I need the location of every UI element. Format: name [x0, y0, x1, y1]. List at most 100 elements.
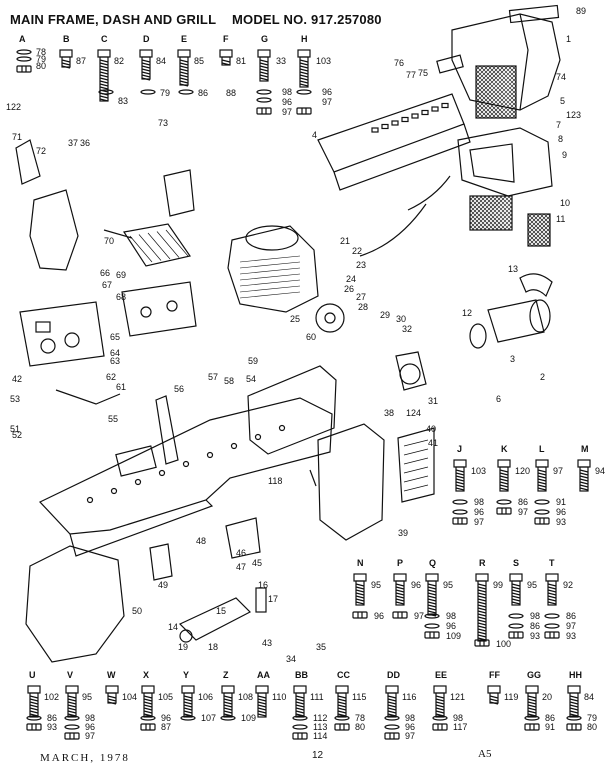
leader-line: [359, 203, 427, 257]
side-panel-louver: [403, 475, 429, 483]
part-number-86: 86: [47, 713, 57, 723]
pedal-bushing: [179, 629, 193, 643]
washer-drawing: [452, 499, 468, 505]
frame-hole: [86, 496, 94, 504]
callout-3: 3: [510, 354, 515, 364]
nut-drawing: [26, 723, 42, 731]
part-number-81: 81: [236, 56, 246, 66]
bolt-drawing: [27, 685, 41, 718]
mounting-plate-drawing: [121, 281, 197, 337]
washer-drawing: [256, 89, 272, 95]
pulley-hub: [324, 312, 336, 324]
part-number-110: 110: [272, 692, 286, 702]
hardware-letter-CC: CC: [337, 670, 350, 680]
callout-69: 69: [116, 270, 126, 280]
part-number-109: 109: [446, 631, 461, 641]
hardware-letter-T: T: [549, 558, 555, 568]
part-number-97: 97: [405, 731, 415, 741]
tray-rib: [165, 229, 189, 257]
callout-29: 29: [380, 310, 390, 320]
callout-6: 6: [496, 394, 501, 404]
part-number-98: 98: [530, 611, 540, 621]
callout-76: 76: [394, 58, 404, 68]
part-number-98: 98: [453, 713, 463, 723]
callout-36: 36: [80, 138, 90, 148]
callout-47: 47: [236, 562, 246, 572]
callout-70: 70: [104, 236, 114, 246]
part-number-79: 79: [36, 54, 46, 64]
hardware-letter-H: H: [301, 34, 308, 44]
part-number-20: 20: [542, 692, 552, 702]
callout-31: 31: [428, 396, 438, 406]
exhaust-elbow: [519, 273, 553, 298]
bolt-drawing: [535, 459, 549, 492]
part-number-96: 96: [405, 722, 415, 732]
callout-1: 1: [566, 34, 571, 44]
side-clip-drawing: [15, 139, 41, 185]
callout-54: 54: [246, 374, 256, 384]
callout-67: 67: [102, 280, 112, 290]
part-number-94: 94: [595, 466, 605, 476]
bolt-drawing: [255, 685, 269, 718]
tray-rib: [138, 234, 162, 261]
part-number-96: 96: [282, 97, 292, 107]
washer-drawing: [384, 715, 400, 721]
hardware-letter-A: A: [19, 34, 26, 44]
callout-60: 60: [306, 332, 316, 342]
part-number-96: 96: [474, 507, 484, 517]
main-frame-side: [69, 499, 214, 557]
dash-vent-slot: [411, 113, 419, 119]
nut-drawing: [392, 611, 408, 619]
hardware-letter-DD: DD: [387, 670, 400, 680]
callout-14: 14: [168, 622, 178, 632]
upper-bracket-drawing: [163, 169, 195, 217]
callout-58: 58: [224, 376, 234, 386]
part-number-97: 97: [322, 97, 332, 107]
part-number-93: 93: [556, 517, 566, 527]
nut-drawing: [432, 723, 448, 731]
part-number-80: 80: [355, 722, 365, 732]
part-number-96: 96: [322, 87, 332, 97]
hardware-letter-L: L: [539, 444, 545, 454]
nut-drawing: [534, 517, 550, 525]
callout-8: 8: [558, 134, 563, 144]
callout-7: 7: [556, 120, 561, 130]
callout-71: 71: [12, 132, 22, 142]
dash-vent-slot: [441, 102, 449, 109]
bolt-drawing: [433, 685, 447, 718]
washer-drawing: [140, 89, 156, 95]
hardware-letter-GG: GG: [527, 670, 541, 680]
part-number-113: 113: [313, 722, 327, 732]
washer-drawing: [544, 613, 560, 619]
model-number: MODEL NO. 917.257080: [232, 12, 382, 27]
hardware-letter-U: U: [29, 670, 36, 680]
callout-77: 77: [406, 70, 416, 80]
washer-drawing: [292, 715, 308, 721]
callout-35: 35: [316, 642, 326, 652]
nut-drawing: [334, 723, 350, 731]
plate-hole: [140, 306, 152, 318]
washer-drawing: [544, 623, 560, 629]
part-number-109: 109: [241, 713, 256, 723]
part-number-92: 92: [563, 580, 573, 590]
part-number-86: 86: [545, 713, 555, 723]
nut-drawing: [474, 639, 490, 647]
callout-26: 26: [344, 284, 354, 294]
side-panel-louver: [403, 484, 429, 492]
callout-89: 89: [576, 6, 586, 16]
callout-50: 50: [132, 606, 142, 616]
callout-122: 122: [6, 102, 21, 112]
part-number-33: 33: [276, 56, 286, 66]
callout-9: 9: [562, 150, 567, 160]
bolt-drawing: [105, 685, 119, 705]
starter-cap: [399, 363, 421, 385]
bolt-drawing: [385, 685, 399, 718]
hardware-letter-Y: Y: [183, 670, 189, 680]
bolt-drawing: [221, 685, 235, 718]
callout-61: 61: [116, 382, 126, 392]
part-number-99: 99: [493, 580, 503, 590]
bolt-drawing: [59, 49, 73, 69]
dash-vent-slot: [431, 106, 439, 112]
washer-drawing: [496, 499, 512, 505]
callout-75: 75: [418, 68, 428, 78]
